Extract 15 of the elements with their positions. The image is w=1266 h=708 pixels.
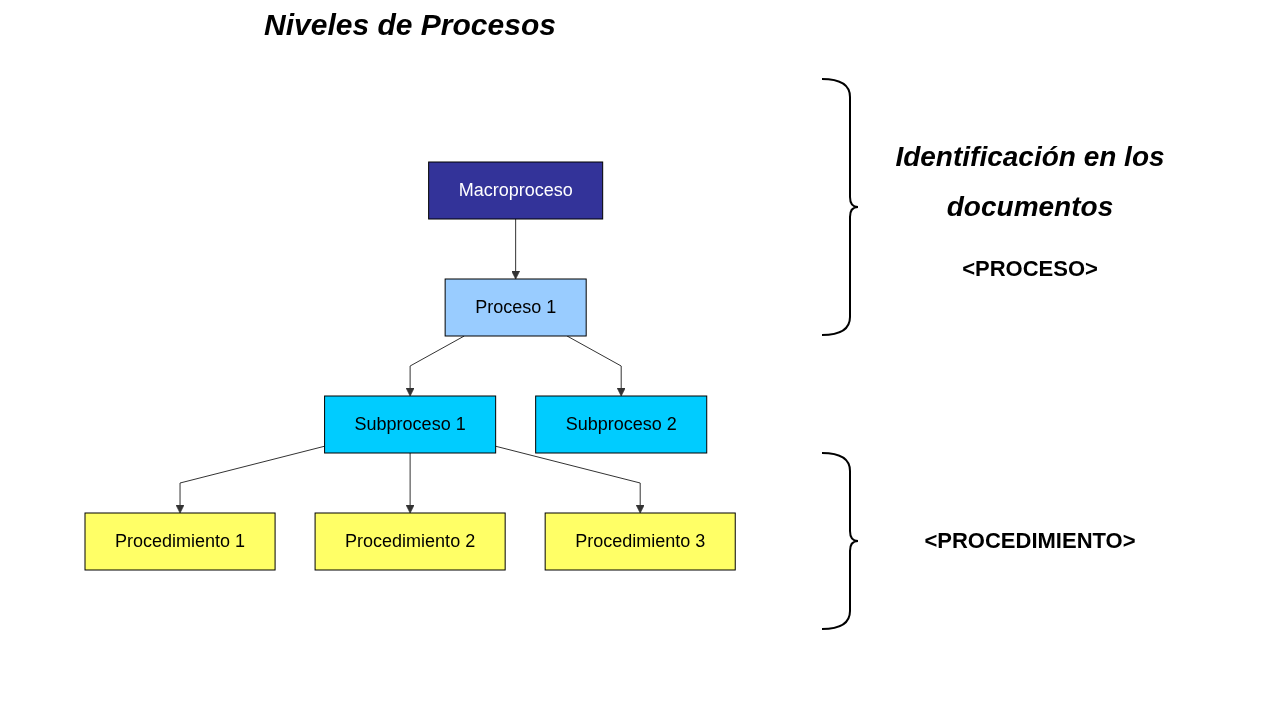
node-box: Macroproceso [428, 161, 604, 220]
node-box: Procedimiento 2 [314, 512, 506, 571]
annotation-heading: Identificación en los documentos [894, 139, 1166, 224]
level-tag: <PROCEDIMIENTO> [924, 528, 1136, 554]
node-box: Procedimiento 3 [544, 512, 736, 571]
arrow [175, 445, 325, 514]
arrow [495, 445, 645, 514]
node-box: Subproceso 2 [535, 395, 708, 454]
node-box: Proceso 1 [444, 278, 587, 337]
node-box: Subproceso 1 [323, 395, 497, 454]
node-box: Procedimiento 1 [84, 512, 276, 571]
level-tag: <PROCESO> [962, 256, 1098, 283]
arrow [511, 218, 520, 280]
diagram-title: Niveles de Procesos [264, 8, 556, 42]
arrow [405, 452, 415, 514]
